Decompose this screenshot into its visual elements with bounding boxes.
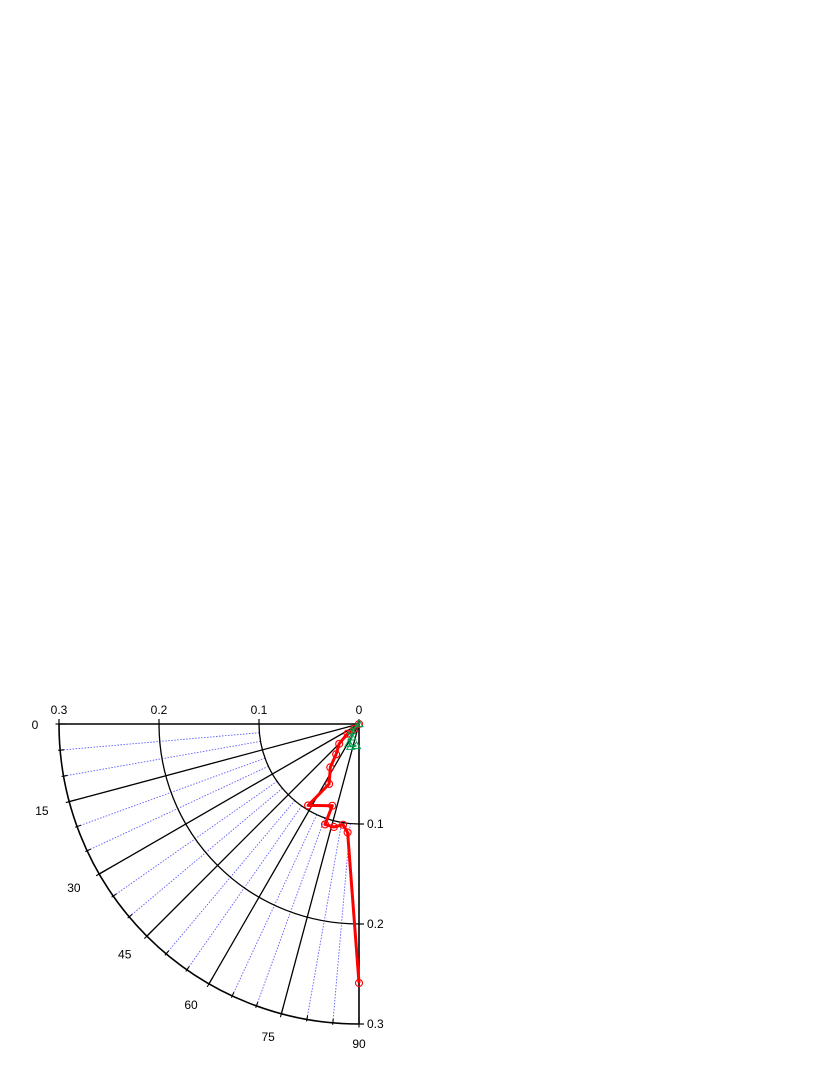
- top-tick-label-0.1: 0.1: [251, 703, 268, 717]
- major-spoke-30: [98, 723, 360, 875]
- angle-label-0: 0: [32, 718, 39, 732]
- series-0-point-10: [335, 739, 344, 748]
- angle-tick-55: [185, 966, 190, 972]
- major-spoke-45: [146, 723, 360, 937]
- series-0-point-1: [343, 828, 352, 837]
- series-1-point-0: [351, 740, 362, 750]
- series-0-point-6: [304, 801, 313, 810]
- angle-tick-70: [255, 1001, 259, 1008]
- radial-arc-0.1: [258, 723, 360, 825]
- angle-tick-10: [61, 774, 68, 777]
- angle-label-45: 45: [118, 947, 132, 961]
- angle-tick-15: [65, 799, 77, 804]
- data-series: [304, 719, 364, 988]
- series-0-point-0: [354, 978, 364, 988]
- angle-tick-20: [75, 824, 82, 828]
- angle-label-60: 60: [184, 998, 198, 1012]
- angle-tick-80: [306, 1015, 309, 1022]
- series-1-point-3: [347, 732, 357, 741]
- series-0-point-5: [328, 801, 337, 810]
- major-spoke-60: [208, 723, 360, 985]
- angle-tick-5: [58, 749, 65, 751]
- angle-tick-75: [279, 1006, 284, 1018]
- major-spoke-15: [69, 723, 360, 803]
- angle-tick-30: [95, 870, 106, 877]
- angle-label-90: 90: [352, 1037, 366, 1051]
- series-1-point-5: [354, 719, 364, 728]
- series-0-point-2: [338, 820, 348, 829]
- angle-tick-25: [85, 848, 91, 853]
- top-tick-label-0.2: 0.2: [151, 703, 168, 717]
- angle-tick-60: [206, 977, 213, 988]
- series-0-point-3: [329, 822, 338, 832]
- radial-arc-0.2: [158, 723, 360, 925]
- top-tick-label-0: 0: [356, 703, 363, 717]
- axes-frame: [55, 719, 364, 1028]
- series-0-point-4: [320, 820, 330, 829]
- right-tick-label-0.1: 0.1: [367, 817, 384, 831]
- top-tick-label-0.3: 0.3: [51, 703, 68, 717]
- right-tick-label-0.2: 0.2: [367, 917, 384, 931]
- angle-label-15: 15: [35, 804, 49, 818]
- major-spoke-75: [280, 723, 360, 1014]
- angle-tick-35: [111, 893, 117, 898]
- angle-tick-85: [332, 1018, 334, 1025]
- angle-tick-50: [164, 950, 170, 956]
- angle-tick-65: [230, 992, 235, 998]
- angle-label-75: 75: [261, 1030, 275, 1044]
- series-0-point-9: [332, 750, 341, 759]
- series-1-point-4: [347, 726, 357, 735]
- series-0-line: [306, 722, 361, 984]
- right-tick-label-0.3: 0.3: [367, 1017, 384, 1031]
- angle-label-30: 30: [67, 881, 81, 895]
- series-0-point-7: [325, 779, 334, 789]
- series-1-point-2: [344, 738, 354, 747]
- angle-tick-45: [144, 930, 153, 939]
- tick-labels: 0 0.1 0.1 0.2 0.2 0.3 0.3 0 15 30 45 60 75 90: [32, 703, 384, 1051]
- angle-tick-40: [127, 913, 133, 919]
- series-0-point-8: [326, 763, 335, 772]
